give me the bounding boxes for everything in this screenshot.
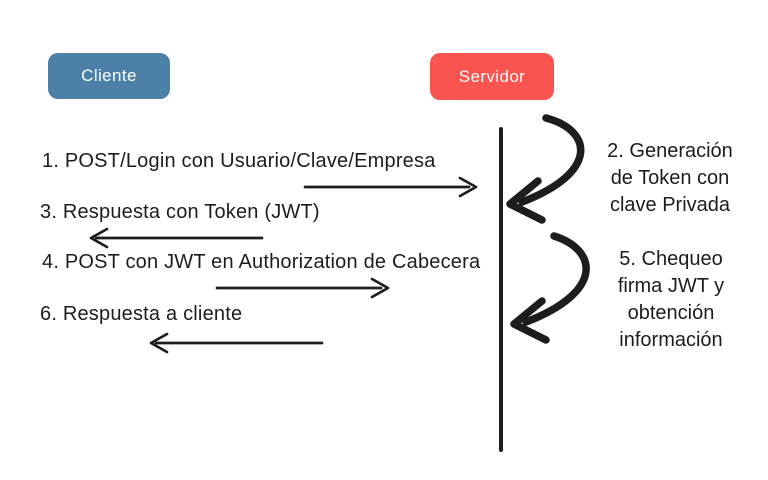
server-lifeline xyxy=(499,127,503,452)
server-actor-box: Servidor xyxy=(430,53,554,100)
server-actor-label: Servidor xyxy=(458,66,526,86)
arrow-right-icon xyxy=(215,277,390,299)
message-label-3: 3. Respuesta con Token (JWT) xyxy=(40,201,320,223)
arrow-left-icon xyxy=(89,227,264,249)
client-actor-box: Cliente xyxy=(48,53,170,99)
server-action-label-2: 2. Generación de Token con clave Privada xyxy=(607,140,733,216)
message-label-6: 6. Respuesta a cliente xyxy=(40,303,243,325)
loopback-arrow-icon xyxy=(510,232,590,344)
message-label-4: 4. POST con JWT en Authorization de Cabe… xyxy=(42,251,481,273)
loopback-arrow-icon xyxy=(506,114,585,224)
arrow-right-icon xyxy=(303,176,478,198)
message-label-1: 1. POST/Login con Usuario/Clave/Empresa xyxy=(42,150,436,172)
arrow-left-icon xyxy=(149,332,324,354)
server-action-label-5: 5. Chequeo firma JWT y obtención informa… xyxy=(617,248,725,351)
client-actor-label: Cliente xyxy=(81,66,137,85)
